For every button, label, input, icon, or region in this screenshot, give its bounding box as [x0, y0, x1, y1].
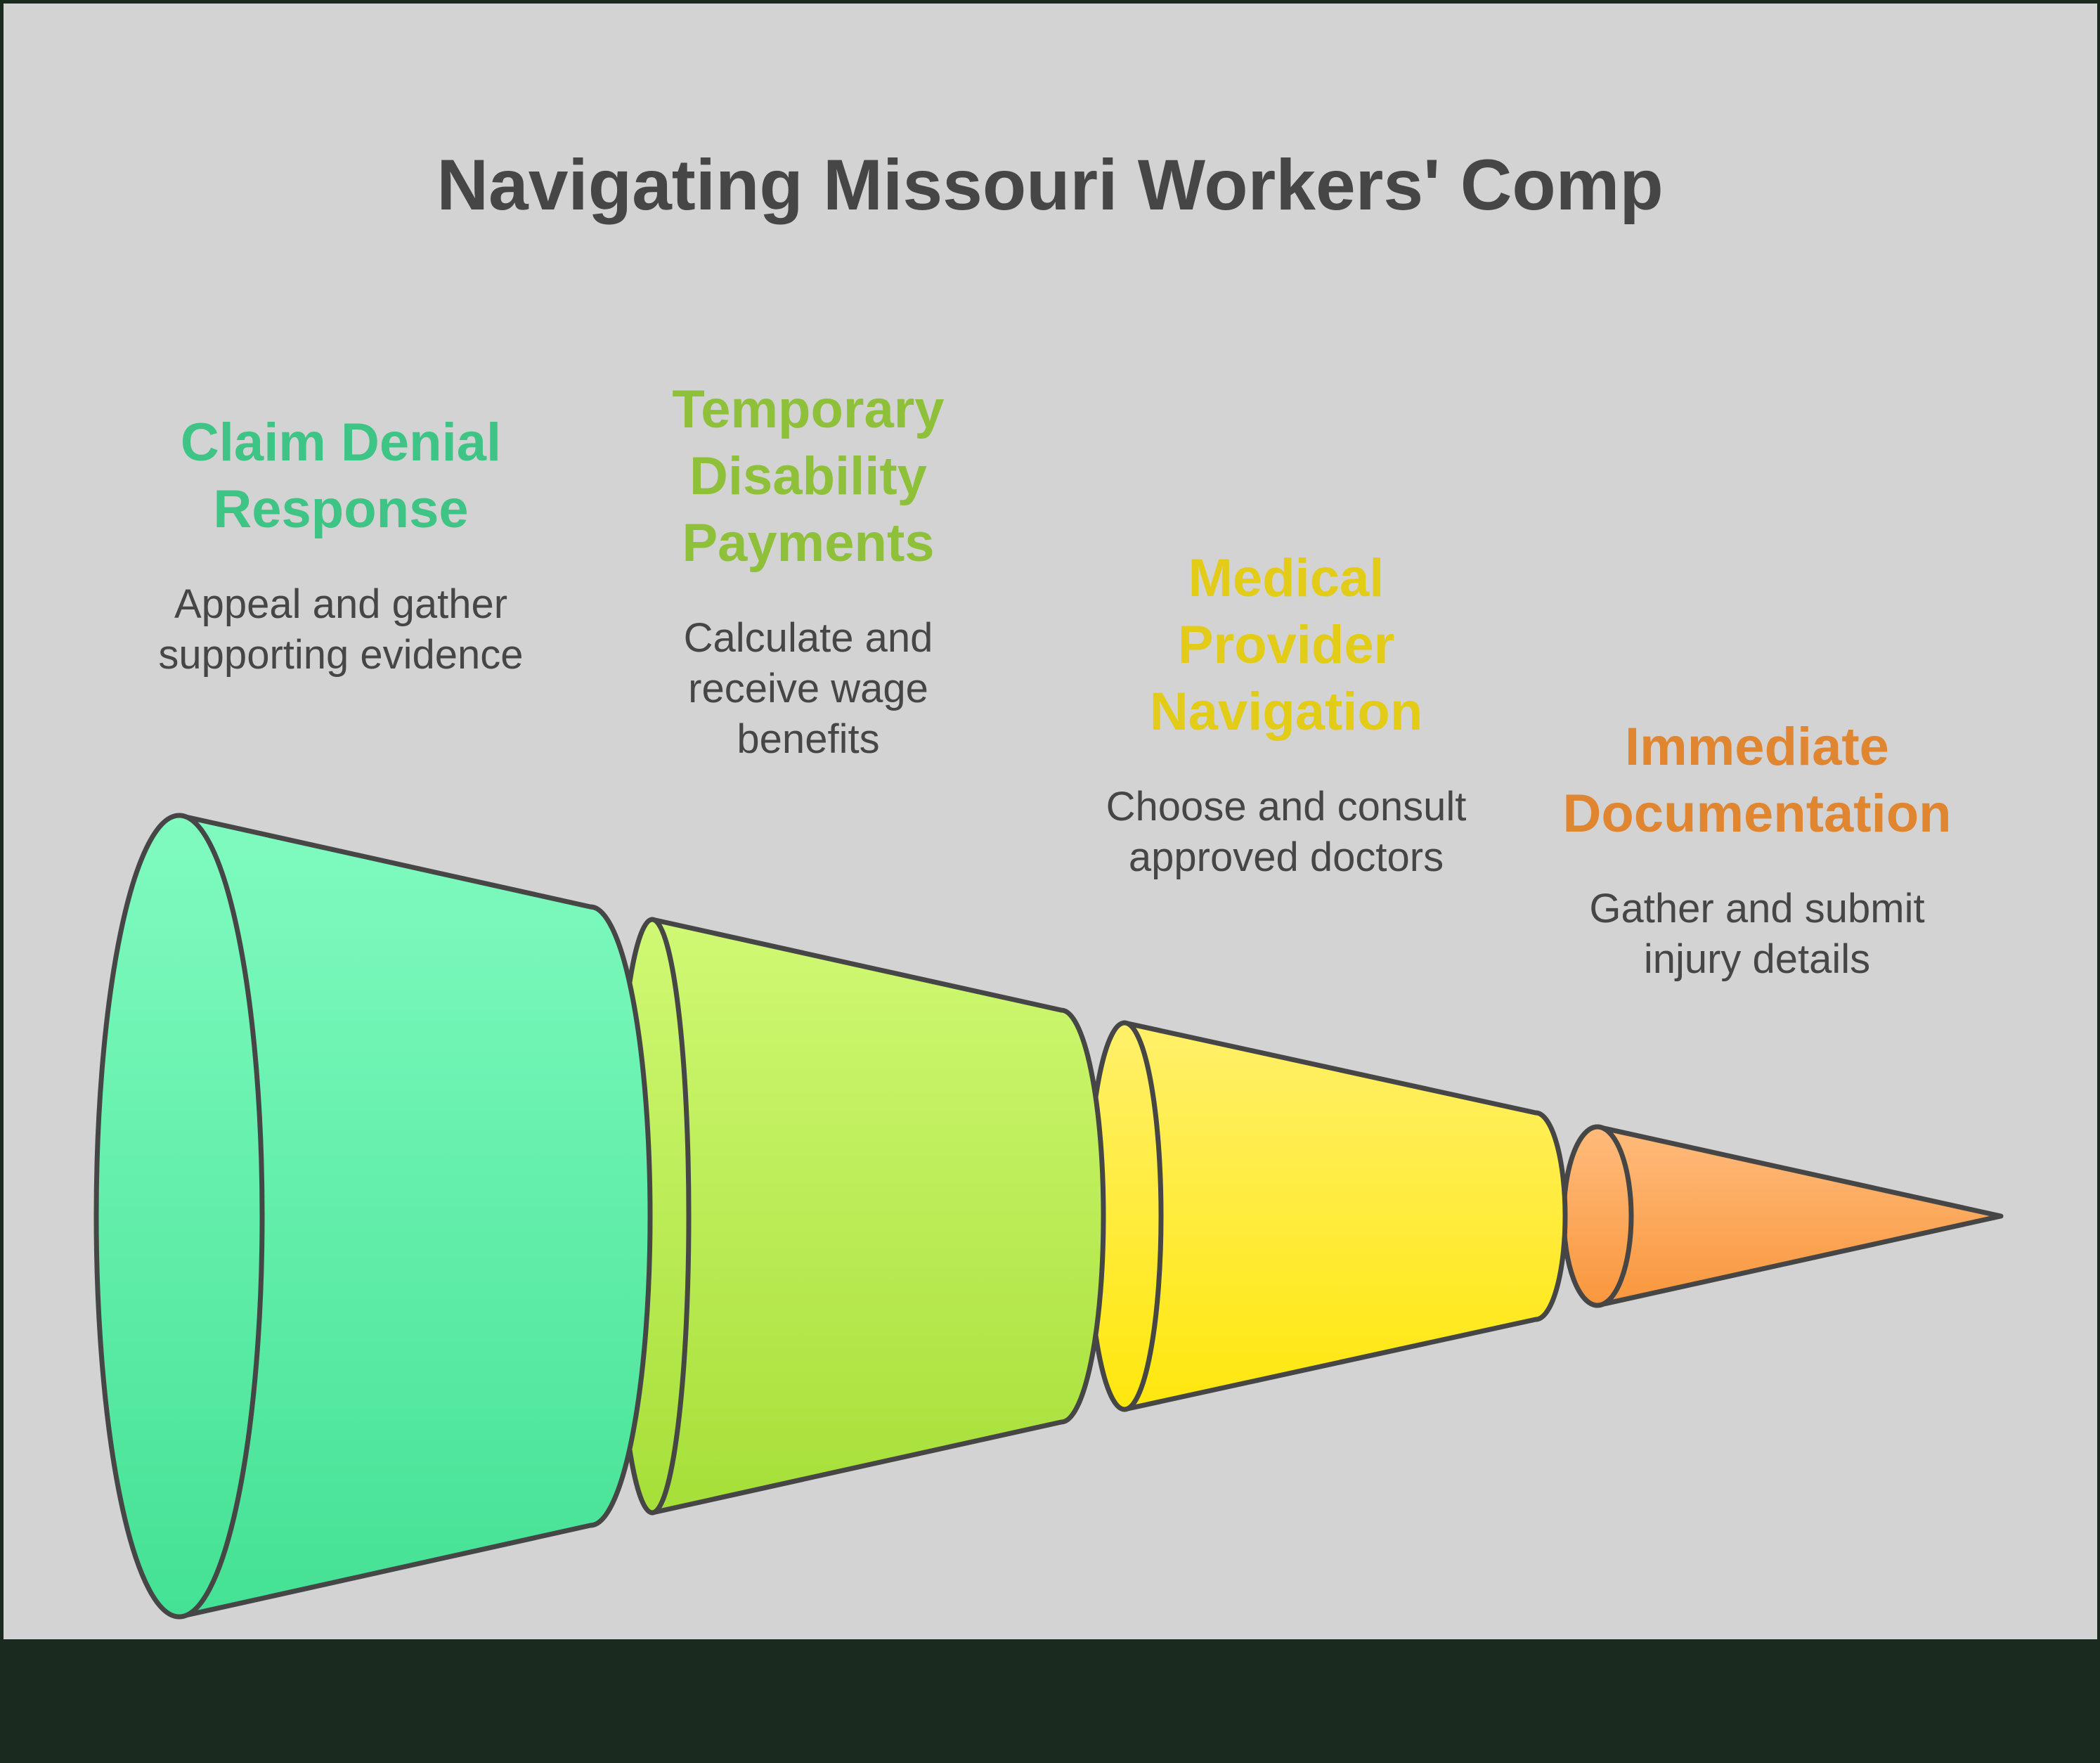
- stage-title: Medical Provider Navigation: [1068, 545, 1504, 745]
- diagram-title: Navigating Missouri Workers' Comp: [436, 145, 1664, 225]
- stage-description-line: approved doctors: [1128, 834, 1444, 880]
- stage-title-line: Documentation: [1562, 784, 1952, 844]
- stage-description: Choose and consult approved doctors: [1068, 782, 1504, 883]
- stage-title-line: Navigation: [1149, 682, 1423, 742]
- funnel-segment-immediate-documentation: [1561, 1124, 2004, 1308]
- funnel-segment-temporary-disability: [613, 917, 1106, 1516]
- stage-title-line: Immediate: [1625, 717, 1889, 777]
- stage-title-line: Disability: [689, 446, 927, 506]
- stage-label-medical-provider: Medical Provider Navigation Choose and c…: [1068, 545, 1504, 883]
- stage-description-line: Gather and submit: [1589, 886, 1925, 931]
- funnel-segment-claim-denial: [93, 813, 653, 1620]
- stage-description-line: receive wage: [688, 666, 928, 711]
- stage-title-line: Medical: [1188, 548, 1385, 608]
- stage-label-claim-denial: Claim Denial Response Appeal and gather …: [112, 409, 569, 680]
- stage-title-line: Provider: [1177, 615, 1395, 675]
- stage-description-line: supporting evidence: [158, 632, 524, 678]
- funnel-segment-medical-provider: [1085, 1020, 1568, 1412]
- stage-title-line: Payments: [682, 513, 935, 573]
- footer-band: [0, 1639, 2100, 1763]
- stage-description-line: injury details: [1643, 936, 1871, 982]
- stage-title: Claim Denial Response: [112, 409, 569, 543]
- stage-label-temporary-disability: Temporary Disability Payments Calculate …: [597, 376, 1019, 765]
- stage-description: Calculate and receive wage benefits: [597, 613, 1019, 765]
- stage-title-line: Claim Denial: [180, 413, 502, 472]
- stage-description-line: Calculate and: [683, 615, 933, 661]
- stage-description: Appeal and gather supporting evidence: [112, 579, 569, 680]
- stage-description-line: Choose and consult: [1106, 784, 1467, 829]
- stage-title: Immediate Documentation: [1539, 713, 1975, 847]
- stage-title-line: Response: [213, 479, 469, 539]
- stage-description-line: benefits: [737, 716, 880, 762]
- stage-title: Temporary Disability Payments: [597, 376, 1019, 576]
- stage-description-line: Appeal and gather: [174, 581, 508, 627]
- stage-label-immediate-documentation: Immediate Documentation Gather and submi…: [1539, 713, 1975, 985]
- stage-title-line: Temporary: [672, 380, 945, 439]
- stage-description: Gather and submit injury details: [1539, 884, 1975, 985]
